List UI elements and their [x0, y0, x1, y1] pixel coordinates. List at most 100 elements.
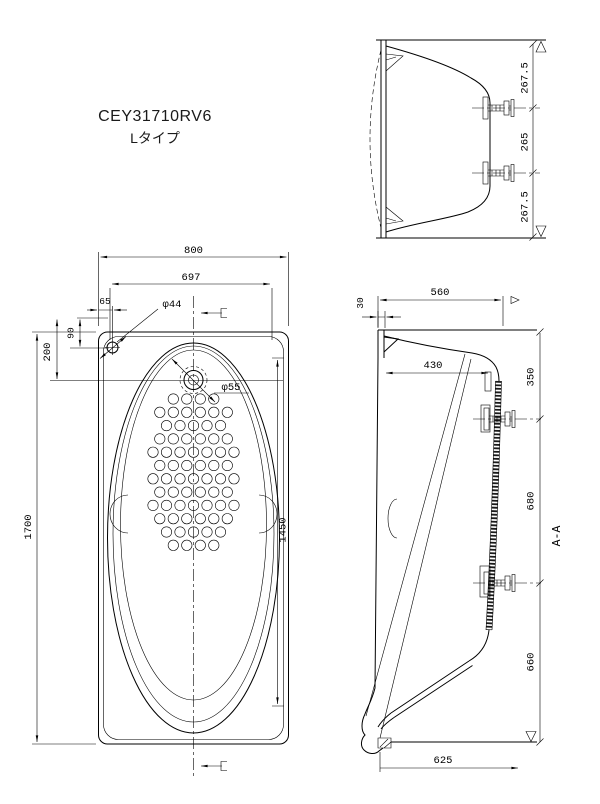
finish-mark-section-bottom: [525, 731, 537, 743]
jet-hole: [154, 513, 166, 525]
jet-hole: [181, 539, 193, 551]
section-top-edge: [383, 335, 500, 382]
jet-hole: [167, 393, 179, 405]
jet-hole: [181, 406, 193, 418]
datum-triangle: [510, 296, 520, 304]
jet-hole: [174, 499, 186, 511]
corner-hole-diameter-label: φ44: [163, 299, 182, 311]
jet-hole: [215, 499, 227, 511]
foot-hatch-block: [377, 737, 392, 749]
plan-right-grip: [258, 494, 278, 534]
jet-hole: [161, 526, 173, 538]
jet-hole: [181, 486, 193, 498]
jet-hole: [174, 473, 186, 485]
dim-265: 265: [520, 133, 532, 152]
dim-1700: 1700: [23, 514, 35, 539]
jet-hole: [154, 406, 166, 418]
jet-hole: [201, 473, 213, 485]
jet-hole: [147, 473, 159, 485]
section-view: 560 30 430 625 350: [355, 287, 564, 772]
section-grip-profile: [387, 498, 398, 539]
jet-hole: [194, 459, 206, 471]
section-wall-hatch: [486, 380, 502, 631]
jet-hole: [167, 459, 179, 471]
jet-hole: [161, 473, 173, 485]
finish-mark-bottom: [535, 225, 547, 238]
end-skirt-hidden-line: [369, 49, 382, 229]
section-floor-slope: [390, 660, 473, 718]
jet-hole: [221, 486, 233, 498]
jet-hole: [161, 420, 173, 432]
section-bottom-corner: [468, 629, 490, 662]
section-ext-560: [377, 296, 504, 327]
end-upper-bolt: [471, 96, 541, 120]
end-lower-bolt: [471, 161, 541, 185]
section-lower-bolt: [472, 571, 542, 595]
jet-hole: [208, 459, 220, 471]
section-rim: [377, 330, 400, 358]
jet-hole: [154, 486, 166, 498]
dim-350: 350: [526, 368, 538, 387]
section-left-edge-foot: [361, 357, 395, 754]
section-cut-arrow-top: [201, 308, 227, 318]
model-number: CEY31710RV6: [98, 108, 212, 125]
jet-hole: [194, 406, 206, 418]
plan-view: φ55 φ44 800 697: [23, 245, 290, 776]
dim-680: 680: [526, 492, 538, 511]
section-ext-30: [377, 311, 386, 328]
jet-hole: [167, 486, 179, 498]
jet-hole: [147, 446, 159, 458]
section-label: A-A: [551, 526, 564, 547]
end-rim-notch-top: [385, 53, 404, 72]
title-block: CEY31710RV6 Lタイプ: [98, 108, 212, 146]
type-label: Lタイプ: [130, 130, 180, 146]
corner-hole: φ44: [99, 299, 182, 359]
jet-hole: [228, 499, 240, 511]
plan-extension-lines: [32, 252, 289, 745]
jet-hole: [228, 446, 240, 458]
jet-hole: [208, 406, 220, 418]
lower-mount-plate: [479, 565, 491, 598]
jet-hole: [201, 526, 213, 538]
dim-1450: 1450: [278, 517, 290, 542]
jet-hole: [194, 433, 206, 445]
jet-hole: [194, 539, 206, 551]
dim-625: 625: [434, 755, 453, 767]
section-slope-trace-lines: [365, 353, 472, 739]
corner-hole-leader: [116, 308, 159, 343]
end-rim-notch-bottom: [385, 206, 404, 225]
jet-hole: [167, 406, 179, 418]
jet-hole: [194, 513, 206, 525]
jet-hole: [221, 433, 233, 445]
jet-hole: [167, 513, 179, 525]
dim-697: 697: [182, 272, 201, 284]
jet-hole: [194, 486, 206, 498]
plan-left-grip: [109, 494, 129, 534]
drain-diameter-label: φ55: [222, 382, 241, 394]
jet-hole: [215, 446, 227, 458]
jet-hole: [181, 513, 193, 525]
dim-267-5-lower: 267.5: [520, 191, 532, 223]
dim-65: 65: [99, 296, 111, 307]
jet-hole: [228, 473, 240, 485]
end-dim-ticks: [529, 40, 537, 241]
dim-30: 30: [355, 297, 366, 309]
jet-hole: [215, 420, 227, 432]
jet-hole: [174, 446, 186, 458]
jet-hole: [208, 539, 220, 551]
jet-hole: [215, 526, 227, 538]
jet-hole: [194, 393, 206, 405]
jet-hole: [174, 420, 186, 432]
jet-hole: [221, 513, 233, 525]
jet-hole: [154, 459, 166, 471]
jet-hole: [181, 459, 193, 471]
jet-hole: [201, 446, 213, 458]
section-upper-bolt: [472, 407, 542, 431]
upper-mount-plate: [480, 404, 491, 433]
finish-mark-top: [535, 40, 547, 53]
jet-hole: [161, 499, 173, 511]
dim-267-5-upper: 267.5: [520, 62, 532, 94]
section-top-bracket: [484, 371, 492, 392]
